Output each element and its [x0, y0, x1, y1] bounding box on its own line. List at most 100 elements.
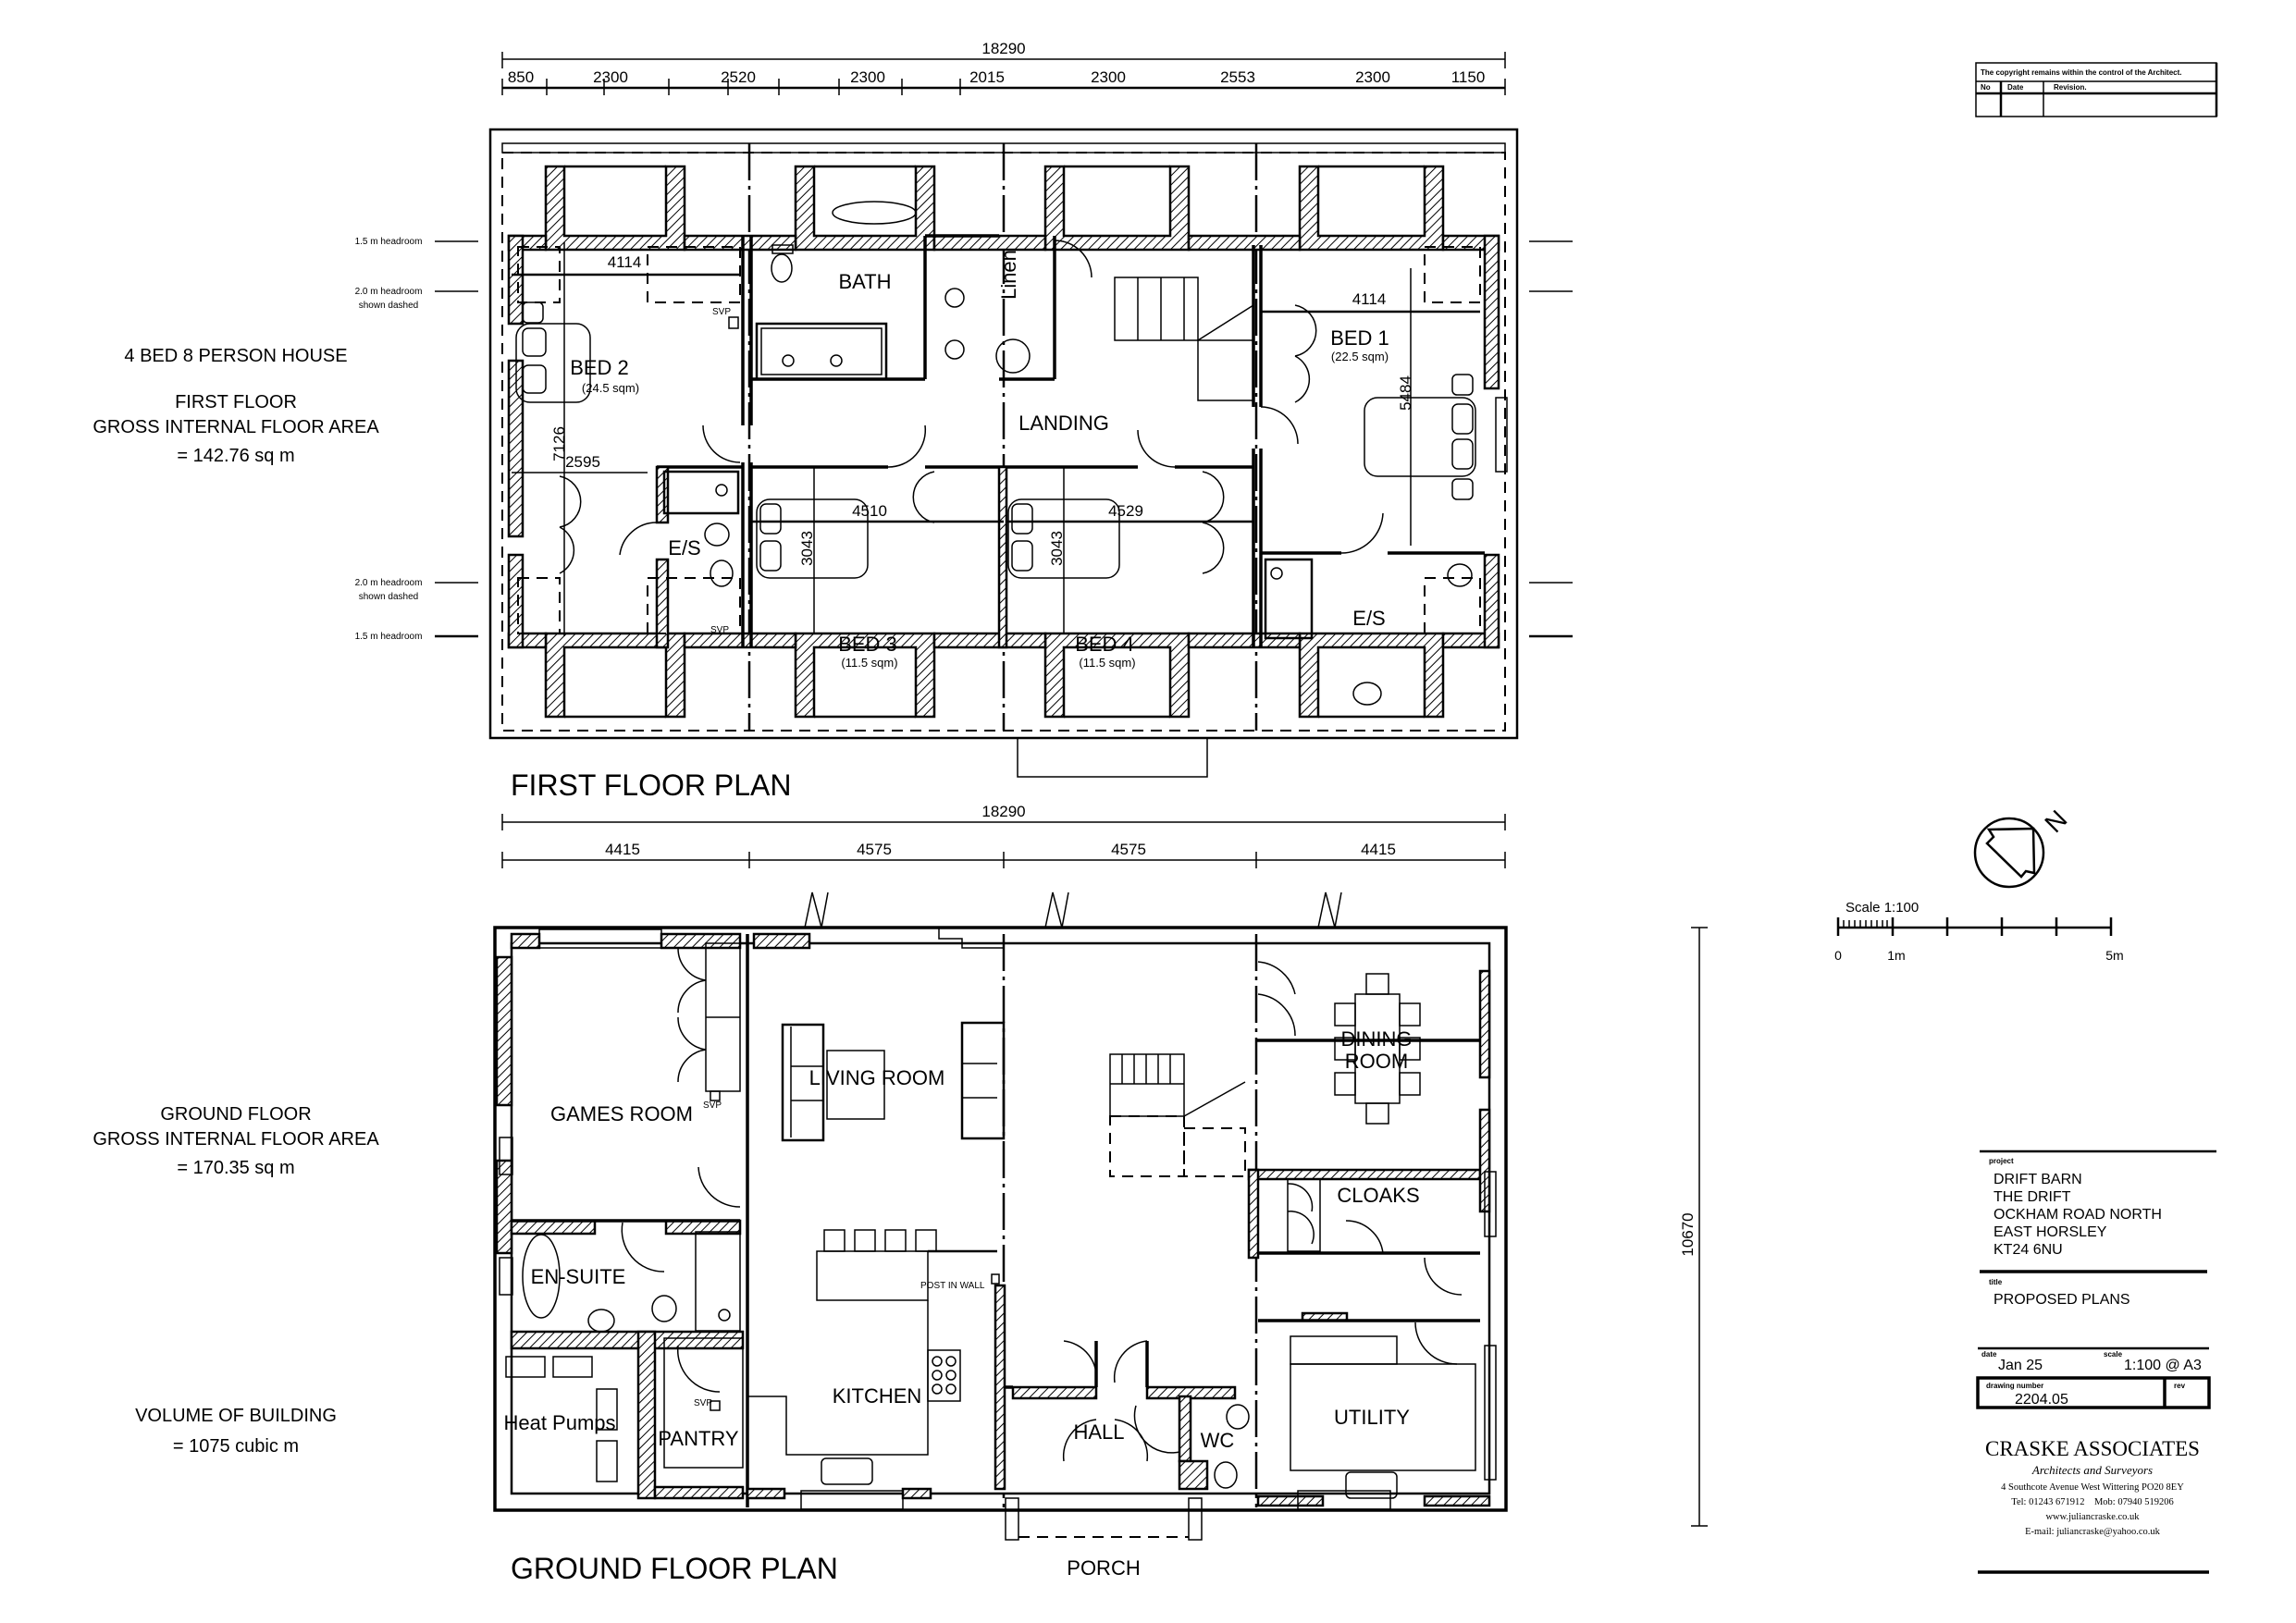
architect-website: www.juliancraske.co.uk: [2045, 1512, 2140, 1522]
room-bed2-area: (24.5 sqm): [582, 381, 639, 395]
ff-bed4-width-dim: 4529: [1108, 502, 1143, 520]
ff-bed2-inner-dim: 2595: [565, 453, 600, 471]
volume-value: = 1075 cubic m: [172, 1436, 300, 1457]
note-15m-top: 1.5 m headroom: [355, 237, 423, 247]
architect-name: CRASKE ASSOCIATES: [1985, 1437, 2200, 1460]
rev-label: rev: [2174, 1382, 2186, 1390]
copyright-notice: The copyright remains within the control…: [1981, 68, 2182, 77]
ff-bed3-width-dim: 4510: [852, 502, 887, 520]
revision-table: The copyright remains within the control…: [1975, 62, 2218, 117]
room-games-room: GAMES ROOM: [550, 1102, 693, 1125]
scale-tick-0: 0: [1834, 948, 1842, 963]
first-floor-plan: 4114 7126 2595 4114 5484 4510 3043 4529 …: [488, 128, 1519, 778]
date-label: date: [1981, 1350, 1997, 1359]
room-living-room: LIVING ROOM: [809, 1066, 945, 1089]
room-hall: HALL: [1073, 1420, 1124, 1444]
gf-seg-dim-3: 4575: [1111, 841, 1146, 858]
gf-seg-dim-1: 4415: [605, 841, 640, 858]
ground-floor-area-note: GROUND FLOOR GROSS INTERNAL FLOOR AREA =…: [56, 1102, 416, 1181]
room-linen: Linen: [997, 250, 1020, 300]
room-kitchen: KITCHEN: [833, 1384, 922, 1408]
architect-address: 4 Southcote Avenue West Wittering PO20 8…: [2001, 1482, 2184, 1493]
room-bed3: BED 3: [838, 633, 897, 656]
ff-bed1-width-dim: 4114: [1352, 290, 1387, 308]
ff-seg-dim-3: 2520: [721, 68, 756, 86]
ff-bed1-depth-dim: 5484: [1397, 375, 1414, 411]
note-20m-bot: 2.0 m headroom: [355, 578, 423, 588]
ff-seg-dim-4: 2300: [850, 68, 885, 86]
room-pantry: PANTRY: [658, 1427, 739, 1450]
ff-seg-dim-8: 2300: [1355, 68, 1390, 86]
drawing-scale: 1:100 @ A3: [2124, 1358, 2202, 1373]
gf-overall-dim: 18290: [981, 803, 1025, 820]
architect-phone: Tel: 01243 671912 Mob: 07940 519206: [2011, 1497, 2173, 1507]
headroom-callouts: 1.5 m headroom 2.0 m headroom shown dash…: [355, 237, 1573, 642]
note-post-in-wall: POST IN WALL: [920, 1281, 985, 1291]
title-block: project DRIFT BARN THE DRIFT OCKHAM ROAD…: [1976, 1150, 2216, 1574]
ff-seg-dim-1: 850: [508, 68, 534, 86]
volume-note: VOLUME OF BUILDING = 1075 cubic m: [56, 1404, 416, 1459]
note-svp-games: SVP: [703, 1100, 722, 1111]
room-landing: LANDING: [1018, 412, 1109, 435]
note-20m-top: 2.0 m headroom: [355, 287, 423, 297]
first-floor-plan-title: FIRST FLOOR PLAN: [511, 768, 791, 802]
ff-seg-dim-5: 2015: [969, 68, 1005, 86]
gf-area-line-2: GROSS INTERNAL FLOOR AREA: [93, 1129, 379, 1150]
gf-seg-dim-4: 4415: [1361, 841, 1396, 858]
drawing-number-label: drawing number: [1986, 1382, 2043, 1390]
ff-seg-dim-9: 1150: [1451, 68, 1486, 86]
room-porch: PORCH: [1067, 1556, 1140, 1580]
rev-header-no: No: [1981, 83, 1991, 92]
architect-email: E-mail: juliancraske@yahoo.co.uk: [2025, 1527, 2161, 1537]
note-20m-bot-sub: shown dashed: [359, 592, 419, 602]
drawing-title: PROPOSED PLANS: [1994, 1292, 2130, 1308]
rev-header-revision: Revision.: [2054, 83, 2087, 92]
room-es-right: E/S: [1352, 607, 1385, 630]
ff-area-value: = 142.76 sq m: [177, 446, 295, 466]
room-wc: WC: [1201, 1429, 1235, 1452]
volume-line-1: VOLUME OF BUILDING: [135, 1406, 337, 1426]
room-cloaks: CLOAKS: [1337, 1184, 1419, 1207]
ground-floor-plan: POST IN WALL SVP SVP GAMES ROOM LIVING R…: [493, 891, 1508, 1580]
room-heat-pumps: Heat Pumps: [503, 1411, 615, 1434]
ground-floor-dimensions: 18290 4415 4575 4575 4415 10670: [501, 803, 1708, 1527]
ff-area-line-1: FIRST FLOOR: [175, 392, 297, 412]
note-15m-bot: 1.5 m headroom: [355, 632, 423, 642]
scale-bar-title: Scale 1:100: [1845, 900, 1919, 916]
room-dining-l1: DINING: [1341, 1027, 1413, 1051]
note-svp-pantry: SVP: [694, 1398, 712, 1408]
project-line-1: DRIFT BARN: [1994, 1172, 2082, 1187]
ff-seg-dim-2: 2300: [593, 68, 628, 86]
ff-overall-dim: 18290: [981, 40, 1025, 57]
ff-bed2-depth-dim: 7126: [550, 426, 568, 461]
ff-svp-label-1: SVP: [712, 307, 731, 317]
room-bath: BATH: [838, 270, 891, 293]
ff-bed4-depth-dim: 3043: [1048, 531, 1066, 566]
first-floor-dimensions: 18290 850 2300 2520 2300 2015 2300 2553 …: [501, 40, 1506, 95]
room-bed1: BED 1: [1330, 326, 1389, 350]
gf-area-value: = 170.35 sq m: [177, 1158, 295, 1178]
project-label: project: [1989, 1157, 2014, 1165]
north-arrow: N: [1973, 805, 2073, 889]
ff-svp-label-2: SVP: [710, 625, 729, 635]
room-dining-l2: ROOM: [1345, 1050, 1408, 1073]
gf-seg-dim-2: 4575: [857, 841, 892, 858]
room-bed3-area: (11.5 sqm): [841, 656, 897, 670]
north-label: N: [2039, 805, 2072, 838]
house-type-note: 4 BED 8 PERSON HOUSE: [56, 344, 416, 369]
drawing-number: 2204.05: [2015, 1392, 2068, 1408]
ff-bed3-depth-dim: 3043: [798, 531, 816, 566]
drawing-date: Jan 25: [1998, 1358, 2043, 1373]
gf-area-line-1: GROUND FLOOR: [160, 1104, 312, 1125]
room-bed4-area: (11.5 sqm): [1079, 656, 1135, 670]
ff-seg-dim-6: 2300: [1091, 68, 1126, 86]
ff-seg-dim-7: 2553: [1220, 68, 1255, 86]
project-line-2: THE DRIFT: [1994, 1189, 2071, 1205]
project-line-3: OCKHAM ROAD NORTH: [1994, 1207, 2162, 1223]
ff-bed2-width-dim: 4114: [608, 253, 642, 271]
scale-tick-1m: 1m: [1887, 948, 1905, 963]
room-bed4: BED 4: [1075, 633, 1134, 656]
room-utility: UTILITY: [1334, 1406, 1410, 1429]
ff-area-line-2: GROSS INTERNAL FLOOR AREA: [93, 417, 379, 437]
